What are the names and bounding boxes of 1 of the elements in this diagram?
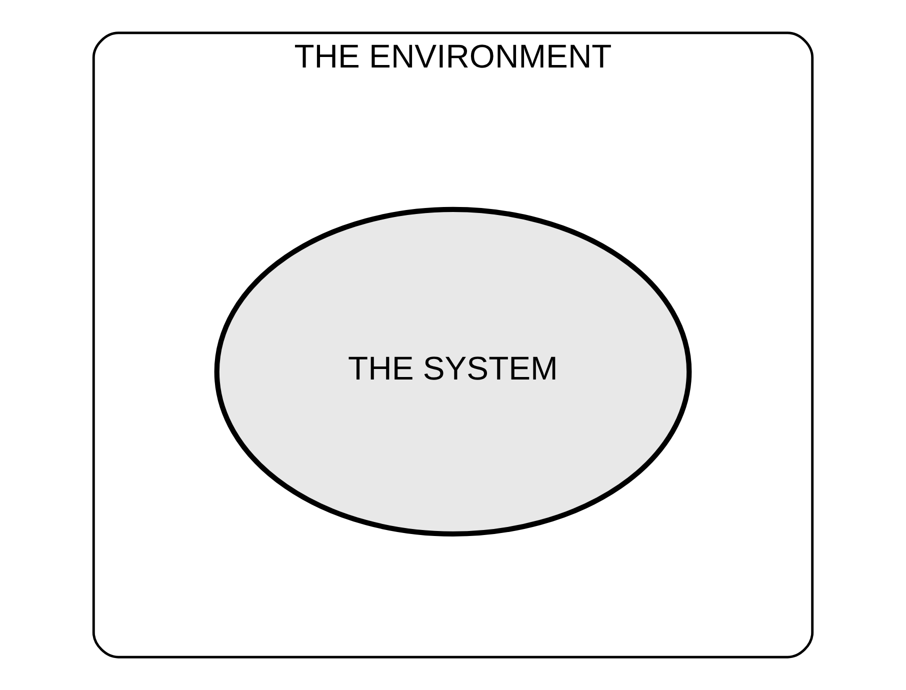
node-ellipse: THE SYSTEM <box>214 206 692 536</box>
